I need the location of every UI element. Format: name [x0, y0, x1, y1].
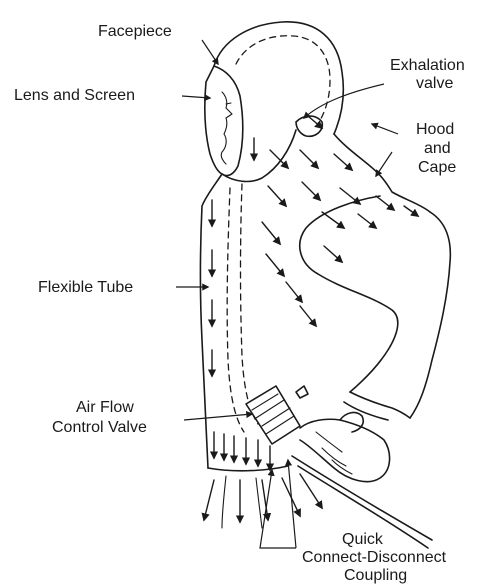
sleeve-inner: [300, 196, 398, 392]
control-valve-body: [246, 386, 300, 444]
flexible-tube-left: [227, 188, 244, 432]
flexible-tube-label: Flexible Tube: [38, 279, 133, 296]
hood-outline: [214, 22, 343, 134]
sleeve-outline-upper: [410, 212, 450, 418]
control-valve-leader: [184, 414, 252, 420]
hood-cape-leader: [372, 124, 398, 134]
hand-outline: [300, 419, 390, 481]
exhalation-valve-label-line2: valve: [416, 75, 453, 92]
facepiece-frame: [214, 66, 243, 176]
lens-window: [205, 66, 222, 174]
exhalation-valve-label-line1: Exhalation: [390, 57, 465, 74]
quick-connect-label-line3: Coupling: [344, 567, 407, 584]
exhalation-valve-shape: [296, 116, 322, 136]
air-flow-control-valve-label-line1: Air Flow: [76, 399, 134, 416]
flexible-tube-right: [241, 184, 259, 424]
control-valve-knob: [296, 386, 308, 398]
leader-lines: [176, 40, 398, 548]
airflow-arrows-exit: [204, 432, 322, 522]
quick-connect-label-line2: Connect-Disconnect: [302, 549, 447, 566]
suit-front-outline: [201, 174, 223, 468]
lens-and-screen-label: Lens and Screen: [14, 87, 135, 104]
hood-and-cape-label-line3: Cape: [418, 159, 456, 176]
hood-figure-illustration: [201, 22, 451, 548]
hood-and-cape-label-line1: Hood: [416, 121, 454, 138]
quick-connect-label-line1: Quick: [342, 531, 384, 548]
hood-inner-seam: [236, 36, 330, 124]
hood-cape-leader-2: [376, 152, 392, 176]
suit-hem: [208, 466, 288, 471]
hand-thumb: [340, 413, 363, 432]
hood-and-cape-label-line2: and: [424, 140, 451, 157]
facepiece-leader: [202, 40, 218, 64]
coupling-leader: [260, 470, 296, 548]
air-flow-control-valve-label-line2: Control Valve: [52, 419, 147, 436]
pants-outline: [222, 476, 262, 528]
airflow-arrows-cape: [262, 116, 418, 326]
facepiece-label: Facepiece: [98, 23, 172, 40]
sleeve-cuff: [344, 392, 410, 420]
